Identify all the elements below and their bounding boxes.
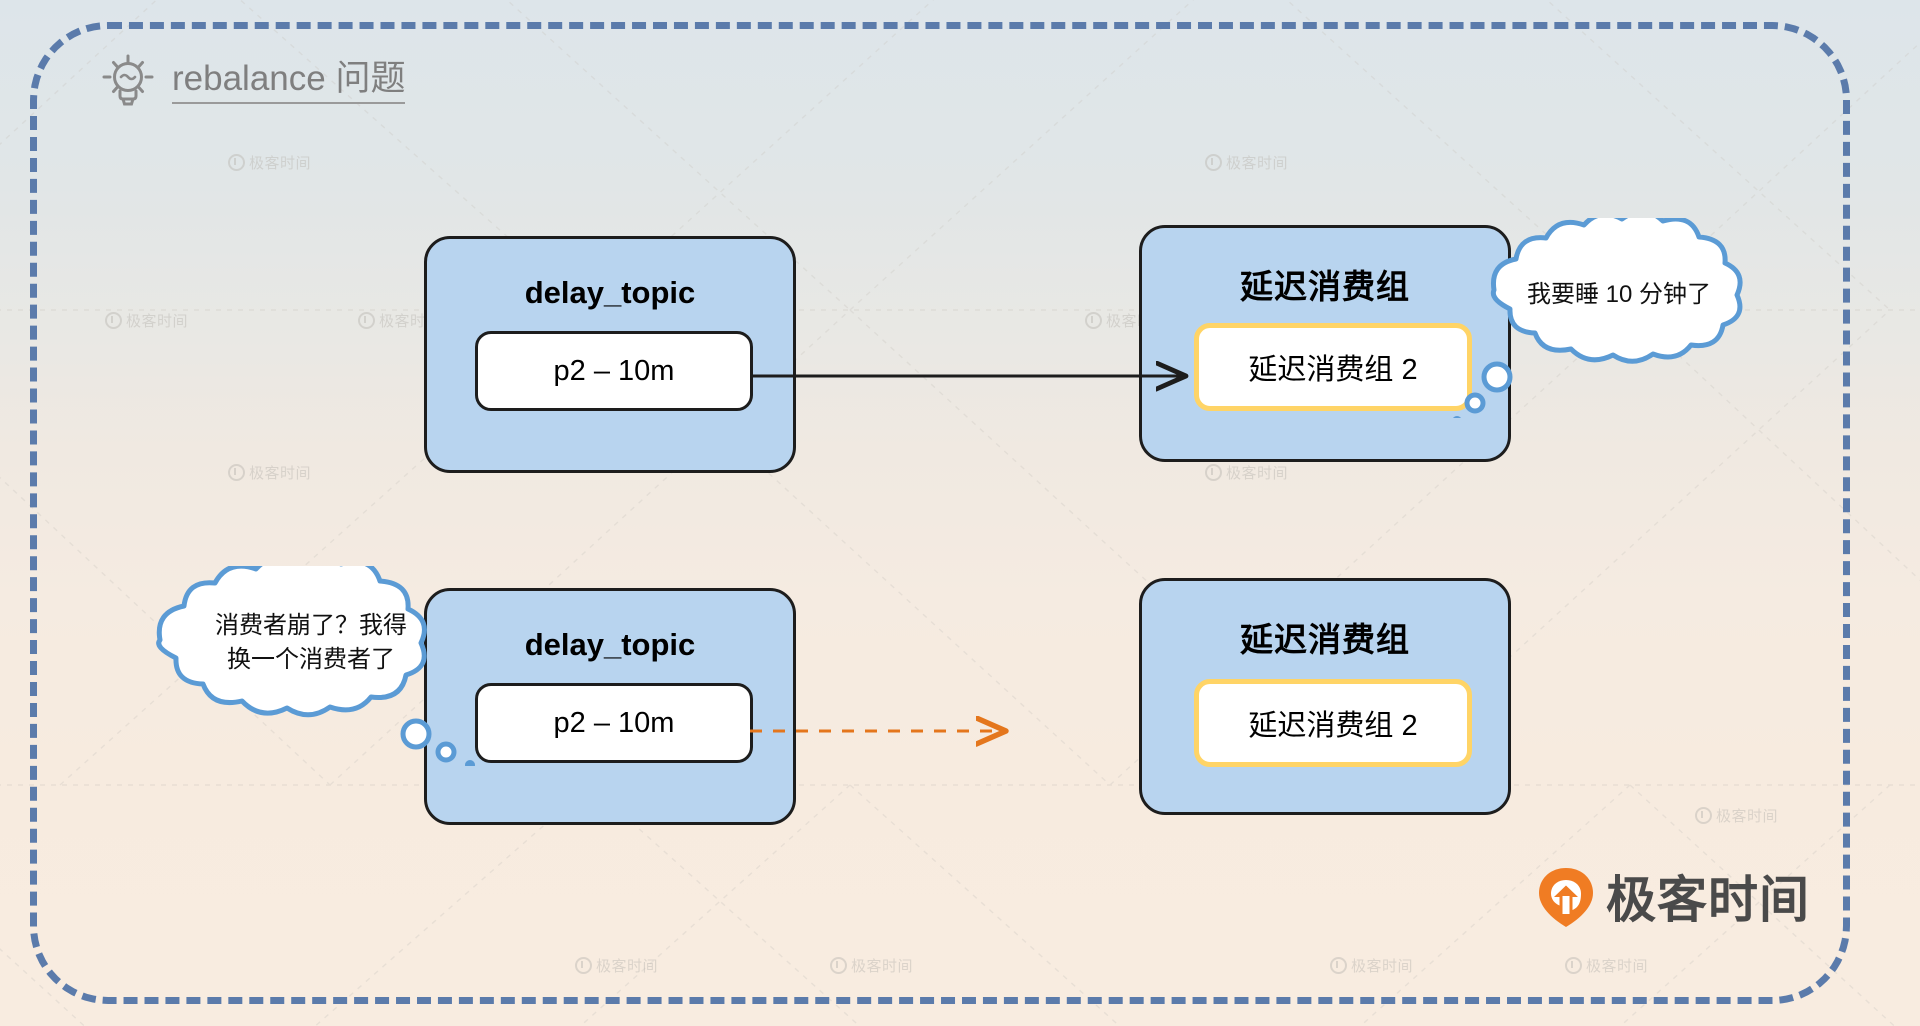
topic-box-top[interactable]: delay_topic p2 – 10m — [424, 236, 796, 473]
watermark-mark-icon — [1205, 154, 1222, 171]
page-title: rebalance 问题 — [172, 59, 406, 105]
watermark-text: 极客时间 — [1695, 805, 1778, 826]
watermark-mark-icon — [1205, 464, 1222, 481]
watermark-label: 极客时间 — [249, 155, 312, 172]
watermark-text: 极客时间 — [228, 152, 311, 173]
consumer-group-title: 延迟消费组 — [1240, 268, 1410, 305]
watermark-mark-icon — [1085, 312, 1102, 329]
watermark-label: 极客时间 — [126, 313, 189, 330]
watermark-text: 极客时间 — [575, 955, 658, 976]
topic-title: delay_topic — [524, 275, 696, 310]
thought-bubble-sleep: 我要睡 10 分钟了 — [1448, 209, 1788, 426]
watermark-label: 极客时间 — [1351, 958, 1414, 975]
topic-title: delay_topic — [524, 627, 696, 662]
watermark-text: 极客时间 — [1205, 152, 1288, 173]
watermark-label: 极客时间 — [851, 958, 914, 975]
watermark-mark-icon — [358, 312, 375, 329]
watermark-mark-icon — [105, 312, 122, 329]
thought-bubble-crash: 消费者崩了？我得 换一个消费者了 — [130, 551, 490, 770]
cloud-shape — [156, 551, 475, 770]
consumer-group-box-top[interactable]: 延迟消费组 延迟消费组 2 — [1139, 225, 1511, 462]
geektime-logo-icon — [1537, 866, 1595, 933]
watermark-mark-icon — [1330, 957, 1347, 974]
lightbulb-icon — [100, 52, 156, 112]
consumer-group-title: 延迟消费组 — [1240, 621, 1410, 658]
geektime-logo: 极客时间 — [1537, 866, 1810, 933]
watermark-mark-icon — [228, 154, 245, 171]
partition-box[interactable]: p2 – 10m — [475, 331, 753, 411]
watermark-text: 极客时间 — [830, 955, 913, 976]
watermark-text: 极客时间 — [105, 310, 188, 331]
watermark-text: 极客时间 — [1330, 955, 1413, 976]
cloud-shape — [1452, 209, 1743, 426]
watermark-mark-icon — [575, 957, 592, 974]
watermark-text: 极客时间 — [228, 462, 311, 483]
watermark-mark-icon — [1565, 957, 1582, 974]
geektime-logo-wordmark: 极客时间 — [1606, 871, 1810, 928]
consumer-instance-box[interactable]: 延迟消费组 2 — [1194, 679, 1472, 767]
watermark-text: 极客时间 — [1565, 955, 1648, 976]
watermark-label: 极客时间 — [1226, 155, 1289, 172]
diagram-header: rebalance 问题 — [100, 52, 406, 112]
watermark-mark-icon — [830, 957, 847, 974]
watermark-text: 极客时间 — [1205, 462, 1288, 483]
outer-dashed-frame — [30, 22, 1850, 1004]
consumer-instance-box[interactable]: 延迟消费组 2 — [1194, 323, 1472, 411]
watermark-mark-icon — [228, 464, 245, 481]
watermark-label: 极客时间 — [1586, 958, 1649, 975]
watermark-label: 极客时间 — [1226, 465, 1289, 482]
topic-box-bottom[interactable]: delay_topic p2 – 10m — [424, 588, 796, 825]
watermark-mark-icon — [1695, 807, 1712, 824]
partition-box[interactable]: p2 – 10m — [475, 683, 753, 763]
watermark-label: 极客时间 — [596, 958, 659, 975]
consumer-group-box-bottom[interactable]: 延迟消费组 延迟消费组 2 — [1139, 578, 1511, 815]
watermark-label: 极客时间 — [249, 465, 312, 482]
watermark-label: 极客时间 — [1716, 808, 1779, 825]
